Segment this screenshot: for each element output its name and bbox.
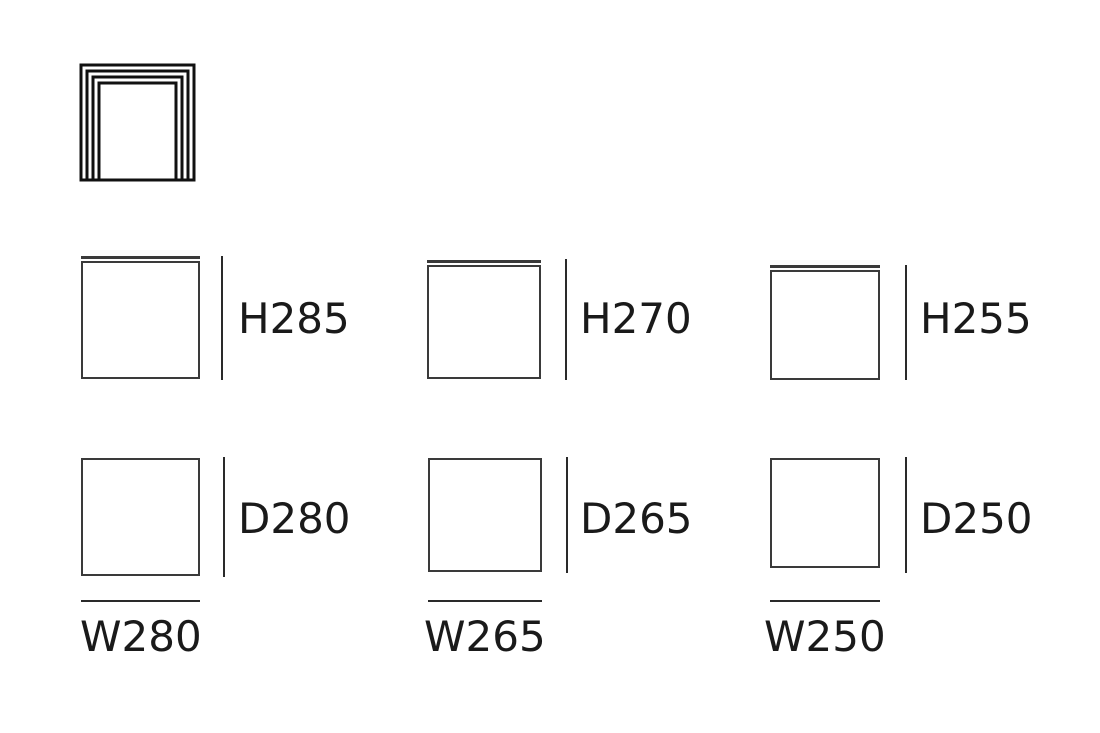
table-front-outline — [427, 265, 541, 379]
table-front-outline — [81, 261, 200, 379]
nesting-tables-icon — [79, 63, 196, 182]
table-side-view-large — [81, 458, 200, 576]
depth-dimension-line — [223, 457, 225, 577]
depth-label: D250 — [920, 494, 1033, 543]
depth-label: D265 — [580, 494, 693, 543]
tabletop-line — [427, 260, 541, 263]
width-label: W280 — [80, 612, 202, 661]
height-label: H270 — [580, 294, 692, 343]
width-dimension-line — [770, 600, 880, 602]
height-label: H255 — [920, 294, 1032, 343]
width-label: W265 — [424, 612, 546, 661]
table-side-view-small — [770, 458, 880, 568]
table-side-view-medium — [428, 458, 542, 572]
width-dimension-line — [428, 600, 542, 602]
height-dimension-line — [905, 265, 907, 380]
tabletop-line — [770, 265, 880, 268]
height-label: H285 — [238, 294, 350, 343]
depth-dimension-line — [905, 457, 907, 573]
depth-label: D280 — [238, 494, 351, 543]
width-label: W250 — [764, 612, 886, 661]
height-dimension-line — [221, 256, 223, 380]
tabletop-line — [81, 256, 200, 259]
depth-dimension-line — [566, 457, 568, 573]
width-dimension-line — [81, 600, 200, 602]
table-front-outline — [770, 270, 880, 380]
height-dimension-line — [565, 259, 567, 380]
